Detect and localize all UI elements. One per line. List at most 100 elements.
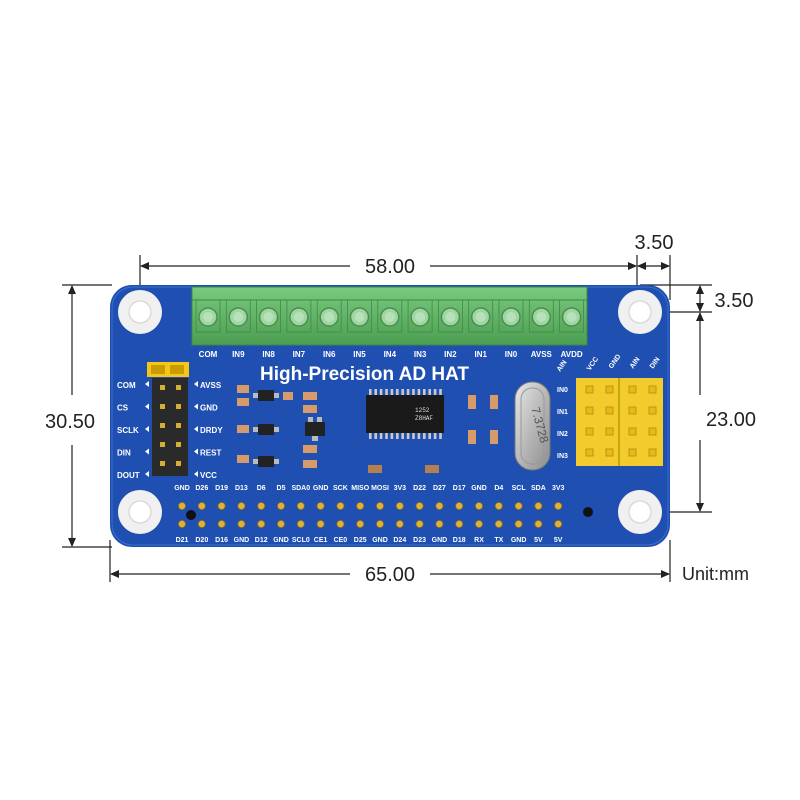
config-jumper-header	[147, 362, 189, 476]
jumper-pin	[160, 385, 165, 390]
terminal-screw	[377, 299, 403, 333]
ain-pin	[628, 406, 637, 415]
gpio-pin	[554, 520, 563, 529]
gpio-top-label: GND	[471, 485, 487, 492]
gpio-pin	[474, 520, 483, 529]
terminal-screw	[286, 299, 312, 333]
gpio-pin	[554, 501, 563, 510]
dim-width-holes: 58.00	[365, 256, 415, 278]
gpio-pin	[177, 520, 186, 529]
left-label-inner: DRDY	[200, 426, 223, 435]
gpio-pin	[336, 520, 345, 529]
gpio-pin	[257, 520, 266, 529]
gpio-pin	[514, 501, 523, 510]
gpio-bottom-label: GND	[432, 537, 448, 544]
gpio-pin	[197, 501, 206, 510]
gpio-top-label: SDA	[531, 485, 546, 492]
gpio-top-label: D19	[215, 485, 228, 492]
gpio-bottom-label: GND	[511, 537, 527, 544]
gpio-pin	[455, 501, 464, 510]
gpio-top-label: D17	[453, 485, 466, 492]
ain-pin	[648, 385, 657, 394]
gpio-pin	[415, 501, 424, 510]
gpio-pin	[494, 501, 503, 510]
gpio-bottom-label: RX	[474, 537, 484, 544]
transistor-1	[253, 390, 279, 401]
gpio-top-label: D22	[413, 485, 426, 492]
left-label-inner: REST	[200, 449, 221, 458]
gpio-pin	[257, 501, 266, 510]
ain-pin	[585, 385, 594, 394]
gpio-pin	[395, 501, 404, 510]
jumper-pin	[160, 461, 165, 466]
terminal-label: IN0	[505, 350, 518, 359]
gpio-bottom-label: GND	[234, 537, 250, 544]
ain-pin	[605, 448, 614, 457]
regulator	[305, 417, 325, 441]
ain-pin	[628, 427, 637, 436]
gpio-top-label: D4	[494, 485, 503, 492]
terminal-label: IN1	[474, 350, 487, 359]
gpio-top-label: D13	[235, 485, 248, 492]
gpio-bottom-label: CE1	[314, 537, 328, 544]
gpio-pin	[375, 501, 384, 510]
left-label-inner: GND	[200, 404, 218, 413]
gpio-top-label: GND	[174, 485, 190, 492]
terminal-screw	[498, 299, 524, 333]
dim-hole-offset-x: 3.50	[635, 232, 674, 254]
gpio-pin	[435, 501, 444, 510]
gpio-pin	[237, 520, 246, 529]
ain-pin	[605, 385, 614, 394]
gpio-pin	[296, 520, 305, 529]
unit-label: Unit:mm	[682, 564, 749, 584]
terminal-label: IN4	[384, 350, 397, 359]
terminal-screw	[256, 299, 282, 333]
terminal-label: IN9	[232, 350, 245, 359]
gpio-pin	[494, 520, 503, 529]
left-label-outer: DIN	[117, 449, 131, 458]
gpio-pin	[217, 520, 226, 529]
left-label-outer: COM	[117, 381, 136, 390]
gpio-top-label: D26	[195, 485, 208, 492]
dim-height-total: 30.50	[45, 411, 95, 433]
terminal-screw	[195, 299, 221, 333]
gpio-bottom-label: SCL0	[292, 537, 310, 544]
gpio-pin	[534, 520, 543, 529]
terminal-label: IN7	[293, 350, 306, 359]
terminal-screw	[316, 299, 342, 333]
left-label-outer: SCLK	[117, 426, 139, 435]
gpio-bottom-label: TX	[494, 537, 503, 544]
gpio-bottom-label: 5V	[534, 537, 543, 544]
gpio-pin	[237, 501, 246, 510]
ain-row-label: IN0	[557, 387, 568, 394]
terminal-label: IN3	[414, 350, 427, 359]
gpio-top-label: SCK	[333, 485, 348, 492]
terminal-screw	[468, 299, 494, 333]
jumper-pin	[176, 404, 181, 409]
left-label-outer: CS	[117, 404, 129, 413]
gpio-bottom-label: GND	[372, 537, 388, 544]
dim-height-holes: 23.00	[706, 409, 756, 431]
gpio-top-label: D27	[433, 485, 446, 492]
terminal-screw	[407, 299, 433, 333]
ain-pin	[648, 406, 657, 415]
jumper-pin	[176, 385, 181, 390]
gpio-bottom-label: D25	[354, 537, 367, 544]
terminal-label: AVDD	[561, 350, 583, 359]
ain-pin	[628, 385, 637, 394]
crystal-oscillator: 7.3728	[514, 381, 551, 471]
gpio-bottom-label: D16	[215, 537, 228, 544]
terminal-screw	[347, 299, 372, 333]
ain-row-label: IN2	[557, 431, 568, 438]
terminal-screw	[437, 299, 463, 333]
gpio-top-label: D5	[277, 485, 286, 492]
gpio-bottom-label: GND	[273, 537, 289, 544]
board-title: High-Precision AD HAT	[260, 364, 469, 385]
gpio-bottom-label: D21	[176, 537, 189, 544]
jumper-pin	[160, 423, 165, 428]
terminal-label: IN5	[353, 350, 366, 359]
